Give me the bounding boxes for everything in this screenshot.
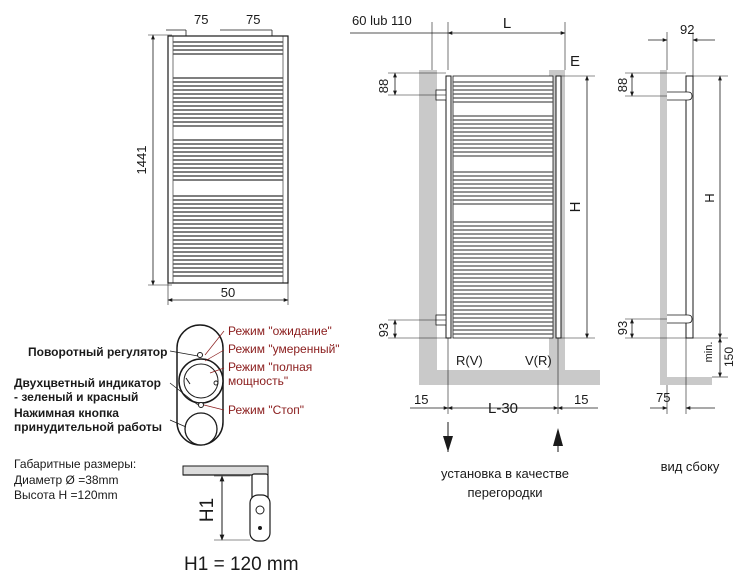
install-caption-2: перегородки	[467, 485, 542, 500]
front-view: 75 75 1441 50	[134, 12, 289, 305]
side-dim-depth: 92	[680, 22, 694, 37]
side-dim-height: H	[702, 193, 717, 202]
label-indicator-1: Двухцветный индикатор	[14, 376, 161, 390]
install-dim-bottom: 93	[376, 323, 391, 337]
install-view: 60 lub 110 L E 88 93 H R(V) V(R)	[350, 13, 600, 500]
label-indicator-2: - зеленый и красный	[14, 390, 138, 404]
install-dim-width: L	[503, 15, 511, 32]
label-button-2: принудительной работы	[14, 420, 162, 434]
side-dim-bottom: 93	[615, 321, 630, 335]
label-rotary-regulator: Поворотный регулятор	[28, 345, 167, 359]
install-dim-offset: 60 lub 110	[352, 13, 412, 28]
side-min-value: 150	[722, 347, 736, 367]
mode-full-2: мощность"	[228, 374, 288, 388]
pipe-right-label: V(R)	[525, 353, 552, 368]
front-dim-top-left: 75	[194, 12, 208, 27]
overall-height: Высота H =120mm	[14, 488, 118, 502]
side-view: 92 88 93 H min. 150 75 вид сбоку	[615, 22, 736, 474]
front-dim-bottom: 50	[221, 285, 235, 300]
overall-diameter: Диаметр Ø =38mm	[14, 473, 119, 487]
pipe-left-label: R(V)	[456, 353, 483, 368]
side-min-label: min.	[703, 342, 715, 363]
mount-h1-label: H1	[197, 498, 218, 522]
mode-moderate: Режим "умеренный"	[228, 342, 340, 356]
front-dim-height: 1441	[134, 146, 149, 175]
mode-standby: Режим "ожидание"	[228, 324, 332, 338]
install-gap-left: 15	[414, 392, 428, 407]
side-caption: вид сбоку	[661, 459, 720, 474]
install-caption-1: установка в качестве	[441, 466, 569, 481]
side-dim-top: 88	[615, 78, 630, 92]
controller-unit: Поворотный регулятор Двухцветный индикат…	[14, 324, 340, 446]
mount-h1-caption: H1 = 120 mm	[184, 554, 299, 575]
label-button-1: Нажимная кнопка	[14, 406, 119, 420]
install-gap-right: 15	[574, 392, 588, 407]
side-dim-floor: 75	[656, 390, 670, 405]
overall-heading: Габаритные размеры:	[14, 457, 136, 471]
mode-stop: Режим "Стоп"	[228, 403, 304, 417]
install-dim-top: 88	[376, 79, 391, 93]
install-corner-e: E	[570, 53, 580, 70]
overall-dimensions: Габаритные размеры: Диаметр Ø =38mm Высо…	[14, 457, 136, 502]
install-dim-height: H	[567, 202, 584, 213]
mode-full-1: Режим "полная	[228, 360, 312, 374]
mount-detail: H1 H1 = 120 mm	[182, 465, 299, 575]
front-dim-top-right: 75	[246, 12, 260, 27]
install-dim-inner: L-30	[488, 400, 518, 417]
